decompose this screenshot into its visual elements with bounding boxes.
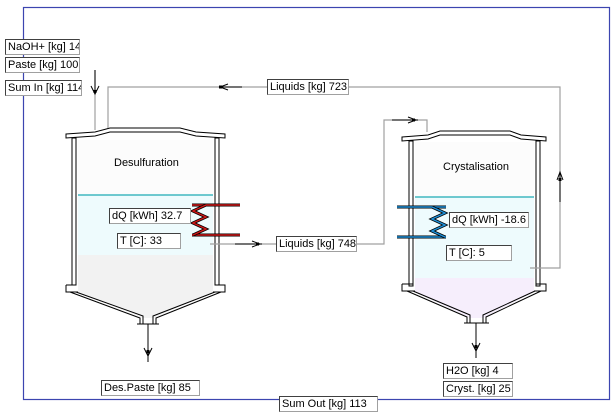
crystalisation-right-wall xyxy=(535,140,541,287)
desulfuration-cone-fill xyxy=(78,285,213,318)
cryst-outlet-field: Cryst. [kg] 25 xyxy=(443,381,513,397)
crystalisation-dq-field[interactable]: dQ [kWh] -18.6 xyxy=(449,212,529,228)
crystalisation-temp-field[interactable]: T [C]: 5 xyxy=(446,245,512,261)
crystalisation-lid xyxy=(401,130,547,142)
desulfuration-outlet-arrow xyxy=(143,324,153,362)
desulfuration-left-wall xyxy=(71,137,77,286)
crystalisation-headspace xyxy=(415,142,534,197)
desulfuration-headspace xyxy=(78,140,213,195)
sum-in-field: Sum In [kg] 114 xyxy=(5,80,82,96)
paste-input-field[interactable]: Paste [kg] 100 xyxy=(5,57,80,73)
transfer-pipe xyxy=(210,116,428,248)
transfer-liquids-field: Liquids [kg] 748 xyxy=(276,236,357,252)
naoh-input-field[interactable]: NaOH+ [kg] 14 xyxy=(5,39,80,55)
desulfuration-bottom-flange xyxy=(65,284,226,293)
crystalisation-cone xyxy=(406,290,542,323)
h2o-outlet-field: H2O [kg] 4 xyxy=(443,363,513,379)
crystalisation-title: Crystalisation xyxy=(443,161,510,173)
desulfuration-dq-field[interactable]: dQ [kWh] 32.7 xyxy=(109,208,191,224)
des-paste-outlet-field: Des.Paste [kg] 85 xyxy=(101,380,200,396)
crystalisation-outlet-arrow xyxy=(471,323,481,358)
desulfuration-lid xyxy=(65,127,226,139)
recycle-liquids-field: Liquids [kg] 723 xyxy=(267,79,349,95)
heating-coil-icon xyxy=(189,203,240,237)
desulfuration-cone xyxy=(69,291,222,324)
crystalisation-left-wall xyxy=(408,140,414,287)
cooling-coil-icon xyxy=(397,205,449,239)
desulfuration-title: Desulfuration xyxy=(114,157,179,169)
desulfuration-temp-field[interactable]: T [C]: 33 xyxy=(117,233,181,249)
feed-inlet-pipe xyxy=(90,70,100,130)
crystalisation-crystals xyxy=(415,278,534,286)
sum-out-field: Sum Out [kg] 113 xyxy=(279,396,378,412)
desulfuration-right-wall xyxy=(214,137,220,286)
crystalisation-cone-fill xyxy=(415,286,534,318)
recycle-pipe xyxy=(107,83,564,269)
desulfuration-paste xyxy=(78,255,213,285)
